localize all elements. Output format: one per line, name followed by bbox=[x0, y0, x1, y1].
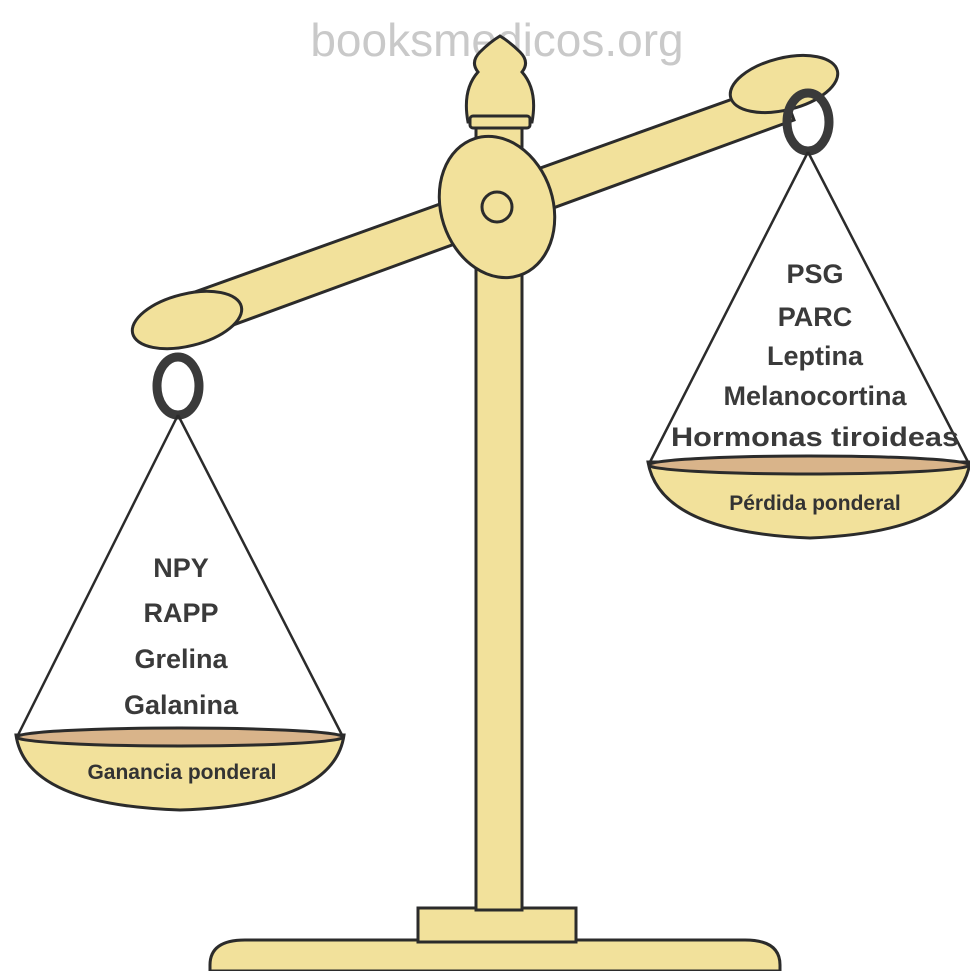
left-pan-item: Galanina bbox=[124, 690, 239, 720]
right-pan bbox=[646, 151, 970, 540]
beam-pivot bbox=[437, 134, 557, 280]
right-hanging-ring bbox=[782, 88, 834, 156]
left-pan-label: Ganancia ponderal bbox=[87, 761, 276, 784]
scale-base bbox=[208, 906, 782, 971]
right-pan-item: Melanocortina bbox=[723, 381, 907, 411]
right-pan-item: Leptina bbox=[767, 341, 864, 371]
left-pan-item: NPY bbox=[153, 553, 209, 583]
right-pan-item: PSG bbox=[786, 259, 843, 289]
right-pan-item: PARC bbox=[778, 302, 853, 332]
right-pan-items: PSG PARC Leptina Melanocortina Hormonas … bbox=[671, 259, 959, 452]
left-pan bbox=[14, 414, 346, 812]
right-pan-item: Hormonas tiroideas bbox=[671, 422, 959, 452]
right-pan-label: Pérdida ponderal bbox=[729, 492, 901, 515]
left-pan-item: Grelina bbox=[134, 644, 228, 674]
pillar-finial bbox=[464, 34, 536, 130]
left-hanging-ring bbox=[152, 352, 204, 420]
left-pan-items: NPY RAPP Grelina Galanina bbox=[124, 553, 239, 720]
left-pan-item: RAPP bbox=[143, 598, 218, 628]
